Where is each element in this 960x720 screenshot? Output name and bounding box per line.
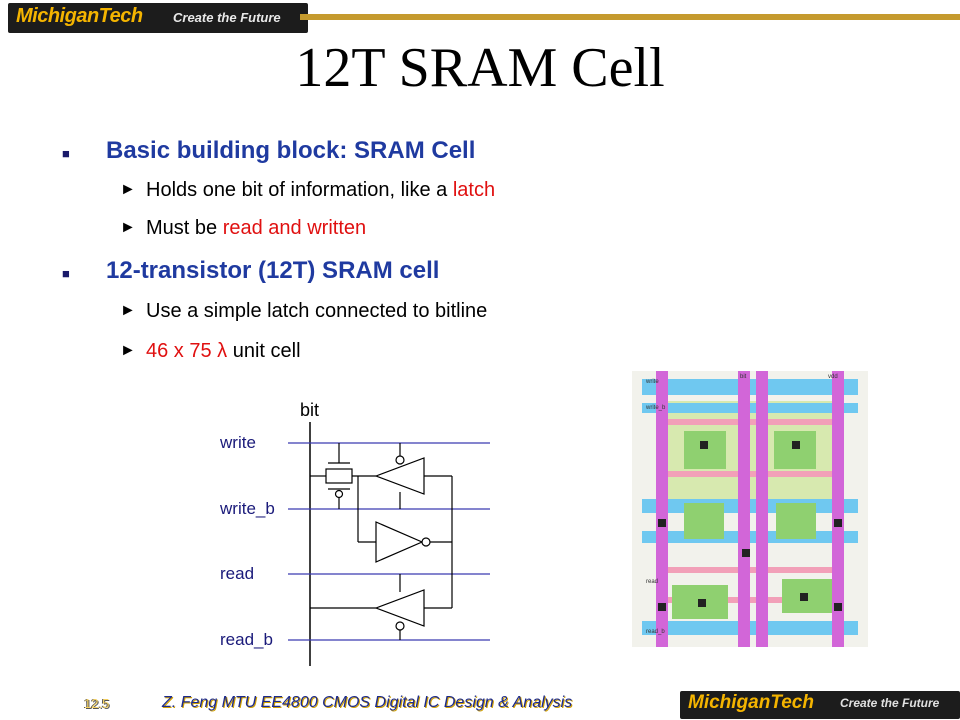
layout-diffusion <box>684 431 726 469</box>
layout-contact <box>700 441 708 449</box>
signal-read-label: read <box>220 564 254 583</box>
sub-bullet-marker: ► <box>120 302 136 319</box>
footer-brand-tagline: Create the Future <box>840 696 940 710</box>
sub-bullet-1-2: Must be read and written <box>146 217 367 239</box>
bullet-marker: ■ <box>62 146 70 161</box>
schematic-diagram: bit write write_b read read_b <box>219 400 490 666</box>
footer-brand-name: MichiganTech <box>688 692 814 713</box>
footer-bar: 12.5 Z. Feng MTU EE4800 CMOS Digital IC … <box>0 690 960 720</box>
sub-bullet-marker: ► <box>120 181 136 198</box>
bullet-marker: ■ <box>62 266 70 281</box>
signal-write-label: write <box>219 433 256 452</box>
layout-contact <box>834 519 842 527</box>
bullet-2-text: 12-transistor (12T) SRAM cell <box>106 257 440 284</box>
layout-label-write-b: write_b <box>645 405 666 411</box>
layout-contact <box>698 599 706 607</box>
brand-name: MichiganTech <box>16 5 143 27</box>
sub-bullet-1-1: Holds one bit of information, like a lat… <box>146 179 496 201</box>
sub-bullet-marker: ► <box>120 342 136 359</box>
layout-contact <box>658 519 666 527</box>
header-divider <box>300 14 960 20</box>
layout-contact <box>834 603 842 611</box>
inverter-middle-bubble <box>421 537 431 547</box>
layout-label-read-b: read_b <box>646 629 665 635</box>
cell-layout-image: bit vdd write write_b read read_b <box>632 371 868 647</box>
footer-credit: Z. Feng MTU EE4800 CMOS Digital IC Desig… <box>162 694 573 711</box>
layout-diffusion <box>776 503 816 539</box>
layout-contact <box>742 549 750 557</box>
page-number: 12.5 <box>84 696 110 711</box>
slide-title: 12T SRAM Cell <box>295 37 665 99</box>
sub-bullet-2-2: 46 x 75 λ unit cell <box>146 340 301 362</box>
bit-label: bit <box>300 400 319 420</box>
sub-bullet-marker: ► <box>120 219 136 236</box>
layout-diffusion <box>774 431 816 469</box>
tgate-bubble <box>334 489 344 499</box>
signal-read-b-label: read_b <box>220 630 273 649</box>
brand-tagline: Create the Future <box>173 10 281 25</box>
footer-brand-logo: MichiganTech Create the Future <box>680 691 960 719</box>
layout-label-vdd: vdd <box>828 374 838 380</box>
layout-contact <box>792 441 800 449</box>
highlight-dimensions: 46 x 75 λ <box>146 340 228 362</box>
layout-contact <box>800 593 808 601</box>
brand-logo: MichiganTech Create the Future <box>8 3 308 33</box>
layout-vdd-metal <box>756 371 768 647</box>
layout-bitline-metal <box>738 371 750 647</box>
layout-diffusion <box>684 503 724 539</box>
bullet-1-text: Basic building block: SRAM Cell <box>106 137 476 164</box>
layout-label-write: write <box>645 379 659 385</box>
layout-bitline-metal <box>656 371 668 647</box>
layout-label-read: read <box>646 579 658 585</box>
layout-label-bit: bit <box>740 374 747 380</box>
layout-gnd-metal <box>832 371 844 647</box>
highlight-latch: latch <box>452 179 496 201</box>
layout-contact <box>658 603 666 611</box>
tristate-inverter-bottom <box>374 589 425 627</box>
inverter-bottom-bubble <box>395 621 405 631</box>
header-bar: MichiganTech Create the Future <box>0 0 960 38</box>
transmission-gate <box>325 468 353 484</box>
inverter-middle <box>375 521 424 563</box>
sub-bullet-2-1: Use a simple latch connected to bitline <box>146 300 488 322</box>
inverter-top-bubble <box>395 455 405 465</box>
signal-write-b-label: write_b <box>219 499 275 518</box>
highlight-read-written: read and written <box>222 217 367 239</box>
